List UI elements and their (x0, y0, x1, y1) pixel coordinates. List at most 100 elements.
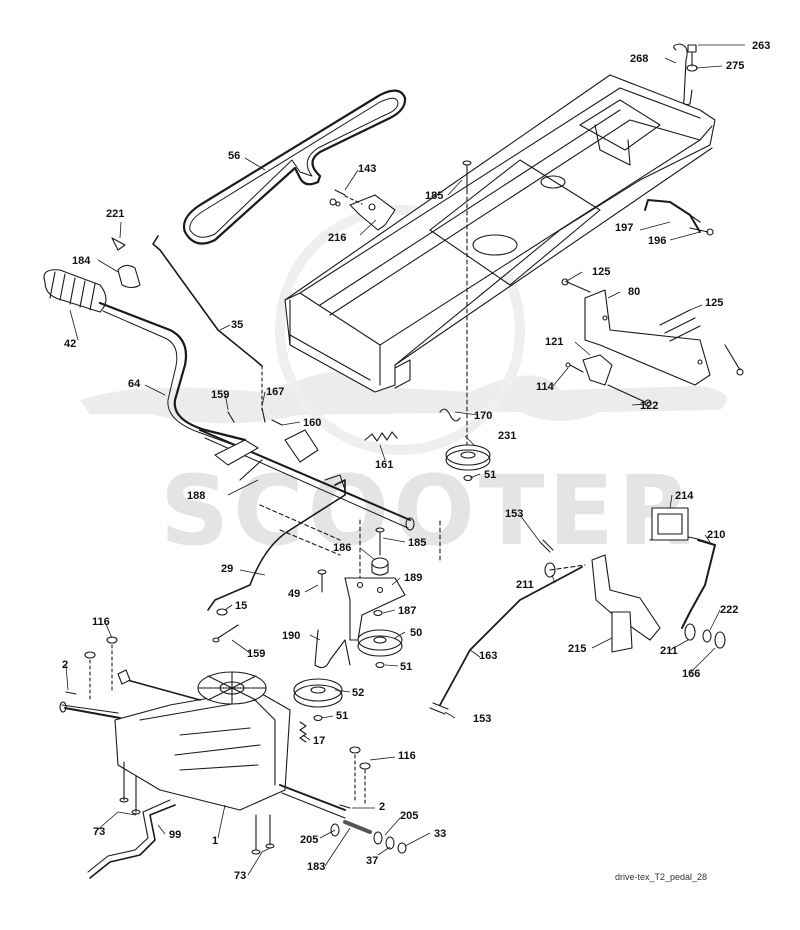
bracket-99 (87, 799, 176, 879)
bracket-121 (582, 354, 613, 386)
clip-221 (111, 237, 126, 251)
frame (284, 74, 716, 393)
callout-125: 125 (592, 266, 611, 278)
callout-50: 50 (410, 627, 423, 639)
callout-170: 170 (474, 410, 493, 422)
callout-186: 186 (333, 542, 352, 554)
pedal-bracket (591, 554, 661, 641)
callout-122: 122 (640, 400, 659, 412)
callout-196: 196 (648, 235, 667, 247)
lever-64 (98, 301, 247, 449)
callout-210: 210 (707, 529, 726, 541)
callout-153: 153 (505, 508, 524, 520)
callout-221: 221 (106, 208, 125, 220)
callout-159: 159 (211, 389, 230, 401)
callout-188: 188 (187, 490, 206, 502)
spring-268 (673, 43, 693, 106)
callout-187: 187 (398, 605, 417, 617)
callout-214: 214 (675, 490, 694, 502)
drive-belt-56 (182, 89, 407, 245)
shaft-188 (199, 429, 415, 531)
carriage-bolt-185 (462, 160, 472, 466)
pin-153-upper (539, 539, 554, 553)
callout-215: 215 (568, 643, 587, 655)
callout-51: 51 (336, 710, 349, 722)
clip-160 (271, 419, 283, 426)
callout-190: 190 (282, 630, 301, 642)
callout-33: 33 (434, 828, 447, 840)
fan (197, 671, 267, 705)
spring-17 (299, 721, 307, 743)
callout-184: 184 (72, 255, 91, 267)
callout-52: 52 (352, 687, 365, 699)
callout-125: 125 (705, 297, 724, 309)
nuts-116-left (84, 636, 118, 701)
nuts-116-right (349, 746, 371, 806)
callout-185: 185 (408, 537, 427, 549)
washer-15 (216, 608, 228, 616)
bolt-122 (607, 384, 652, 407)
callout-143: 143 (358, 163, 377, 175)
bolts-143 (329, 189, 363, 207)
bolts-73 (119, 761, 275, 855)
key-2-left (65, 691, 77, 695)
callout-51: 51 (400, 661, 413, 673)
callout-114: 114 (536, 381, 554, 393)
callout-163: 163 (479, 650, 498, 662)
callout-189: 189 (404, 572, 423, 584)
callout-42: 42 (64, 338, 77, 350)
nut-33 (397, 842, 407, 854)
spring-161 (364, 431, 398, 442)
cover-184 (117, 264, 141, 289)
diagram-caption: drive-tex_T2_pedal_28 (615, 872, 708, 882)
washer-37 (385, 836, 395, 850)
callout-37: 37 (366, 855, 379, 867)
collar-183 (343, 820, 372, 834)
pedal-arm-210 (649, 535, 716, 629)
spring-170 (439, 408, 461, 422)
callout-116: 116 (92, 616, 110, 628)
callout-166: 166 (682, 668, 701, 680)
callout-80: 80 (628, 286, 641, 298)
bolt-196 (689, 227, 714, 236)
washers-205 (330, 823, 383, 845)
rod-197 (644, 199, 701, 233)
rod-29 (207, 479, 346, 611)
callout-183: 183 (307, 861, 326, 873)
washer-187 (373, 609, 383, 617)
callout-49: 49 (288, 588, 301, 600)
pulley-231 (445, 444, 491, 471)
bolt-49 (317, 569, 327, 593)
pedal-pad-214 (651, 507, 689, 541)
cable-rod (117, 669, 201, 701)
callout-15: 15 (235, 600, 248, 612)
callout-161: 161 (375, 459, 394, 471)
pedal-pad-215 (611, 611, 633, 653)
washer-222 (702, 629, 712, 643)
callout-275: 275 (726, 60, 745, 72)
bracket-216 (349, 194, 396, 231)
callout-17: 17 (313, 735, 326, 747)
spring-190 (314, 629, 351, 669)
pulley-52 (293, 678, 343, 708)
callout-211: 211 (516, 579, 534, 591)
callout-2: 2 (62, 659, 69, 671)
callout-153: 153 (473, 713, 492, 725)
callout-167: 167 (266, 386, 285, 398)
callout-185: 185 (425, 190, 444, 202)
callout-35: 35 (231, 319, 244, 331)
watermark-brand: SCOOTER (160, 455, 696, 567)
rod-163 (439, 564, 586, 706)
leader-lines (65, 44, 745, 876)
key-2-right (339, 804, 351, 809)
callout-2: 2 (379, 801, 386, 813)
callout-205: 205 (400, 810, 419, 822)
pin-153-lower (429, 702, 449, 715)
spacer-186 (371, 557, 389, 576)
callout-263: 263 (752, 40, 771, 52)
callout-121: 121 (545, 336, 564, 348)
callout-64: 64 (128, 378, 141, 390)
callout-211: 211 (660, 645, 678, 657)
callout-216: 216 (328, 232, 347, 244)
